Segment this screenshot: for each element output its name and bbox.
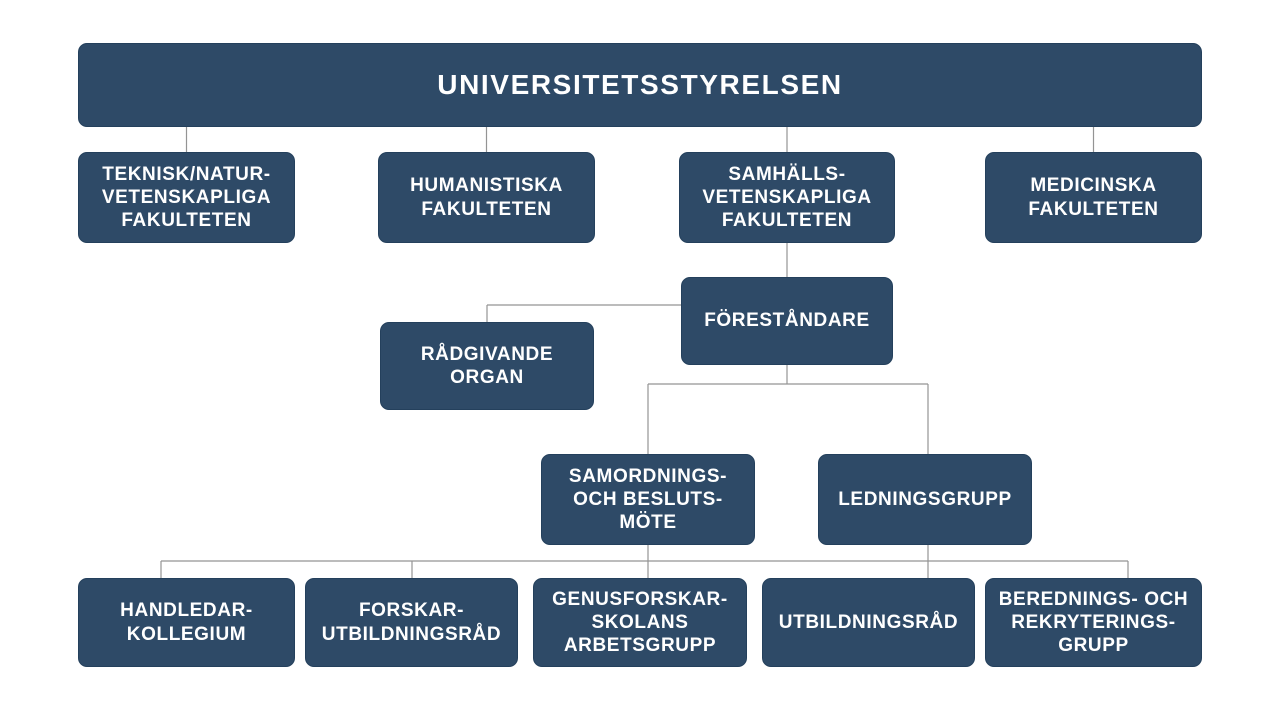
org-node-label: RÅDGIVANDE ORGAN bbox=[420, 343, 554, 388]
org-node-label: TEKNISK/NATUR- VETENSKAPLIGA FAKULTETEN bbox=[101, 163, 272, 232]
org-node-universitetsstyrelsen: UNIVERSITETSSTYRELSEN bbox=[78, 43, 1202, 127]
org-node-forestandare: FÖRESTÅNDARE bbox=[681, 277, 893, 365]
org-node-label: BEREDNINGS- OCH REKRYTERINGS- GRUPP bbox=[998, 588, 1189, 657]
org-node-label: FORSKAR- UTBILDNINGSRÅD bbox=[321, 600, 502, 645]
org-node-samhallsvetenskapliga-fakulteten: SAMHÄLLS- VETENSKAPLIGA FAKULTETEN bbox=[679, 152, 895, 243]
org-node-humanistiska-fakulteten: HUMANISTISKA FAKULTETEN bbox=[378, 152, 595, 243]
org-node-medicinska-fakulteten: MEDICINSKA FAKULTETEN bbox=[985, 152, 1202, 243]
org-node-label: GENUSFORSKAR- SKOLANS ARBETSGRUPP bbox=[552, 588, 728, 657]
org-node-utbildningsrad: UTBILDNINGSRÅD bbox=[762, 578, 975, 667]
org-node-label: UTBILDNINGSRÅD bbox=[778, 611, 959, 633]
org-node-label: HANDLEDAR- KOLLEGIUM bbox=[120, 600, 253, 645]
org-node-radgivande-organ: RÅDGIVANDE ORGAN bbox=[380, 322, 594, 410]
org-node-label: SAMORDNINGS- OCH BESLUTS- MÖTE bbox=[568, 465, 728, 534]
org-node-samordnings-och-besluts-mote: SAMORDNINGS- OCH BESLUTS- MÖTE bbox=[541, 454, 755, 545]
org-node-forskarutbildningsrad: FORSKAR- UTBILDNINGSRÅD bbox=[305, 578, 518, 667]
org-node-label: FÖRESTÅNDARE bbox=[704, 310, 870, 332]
org-node-genusforskarskolans-arbetsgrupp: GENUSFORSKAR- SKOLANS ARBETSGRUPP bbox=[533, 578, 747, 667]
org-node-berednings-och-rekryteringsgrupp: BEREDNINGS- OCH REKRYTERINGS- GRUPP bbox=[985, 578, 1202, 667]
org-node-label: MEDICINSKA FAKULTETEN bbox=[1028, 175, 1159, 220]
org-node-label: UNIVERSITETSSTYRELSEN bbox=[437, 68, 843, 100]
org-node-teknisk-naturvetenskapliga-fakulteten: TEKNISK/NATUR- VETENSKAPLIGA FAKULTETEN bbox=[78, 152, 295, 243]
org-node-label: SAMHÄLLS- VETENSKAPLIGA FAKULTETEN bbox=[702, 163, 872, 232]
org-node-handledarkollegium: HANDLEDAR- KOLLEGIUM bbox=[78, 578, 295, 667]
org-node-label: LEDNINGSGRUPP bbox=[838, 488, 1012, 510]
org-node-label: HUMANISTISKA FAKULTETEN bbox=[410, 175, 563, 220]
org-node-ledningsgrupp: LEDNINGSGRUPP bbox=[818, 454, 1032, 545]
